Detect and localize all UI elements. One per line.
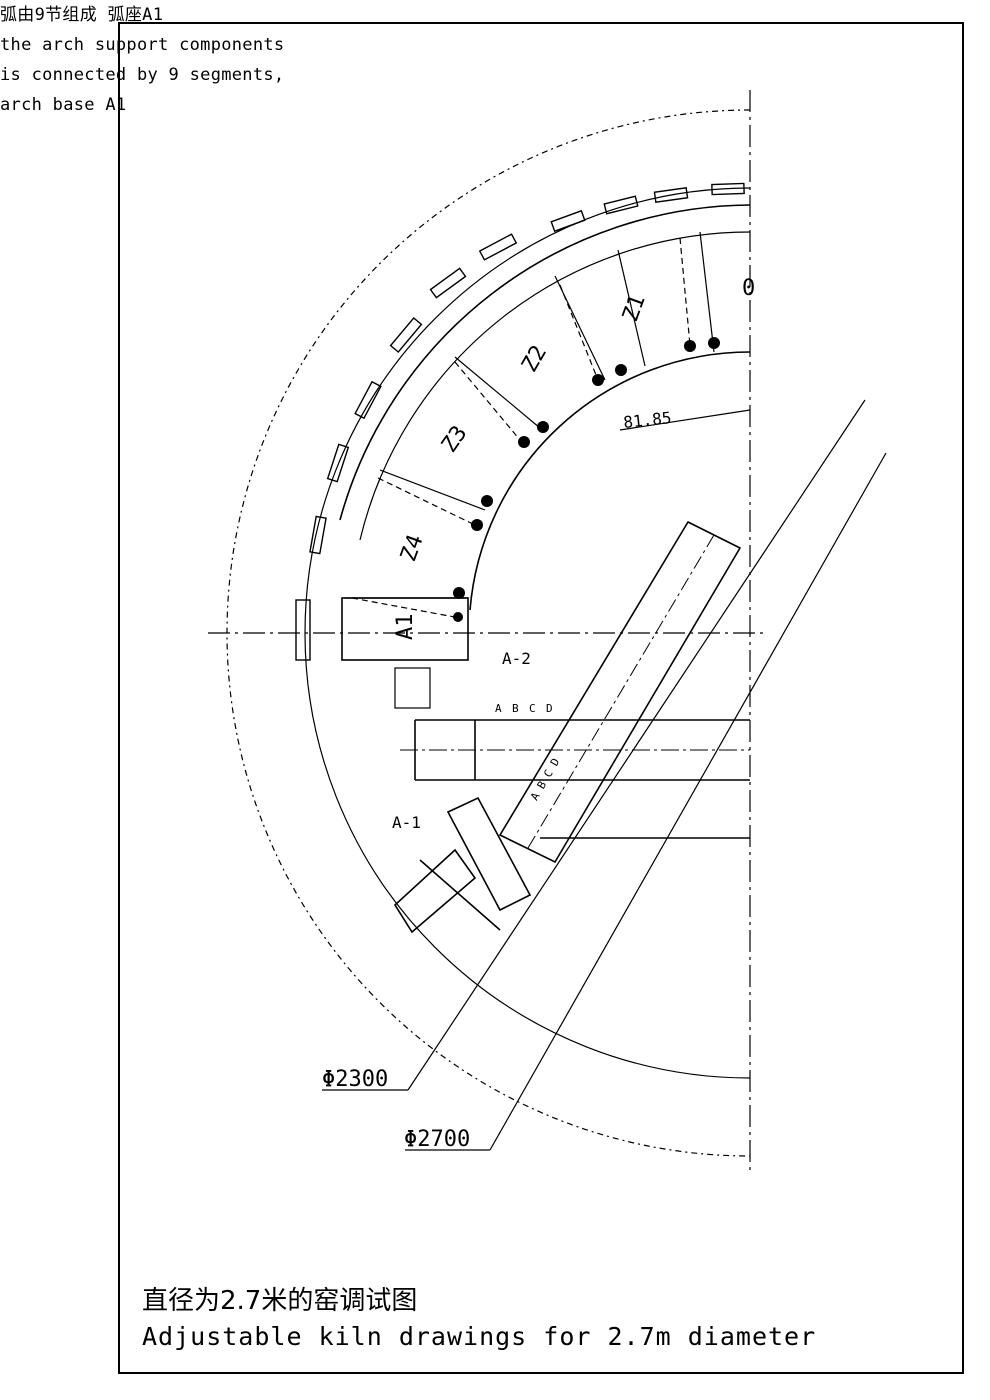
seg-diag-z2 (559, 284, 599, 381)
arch-base-a1 (341, 597, 469, 661)
abcd-a: A (495, 702, 502, 715)
assembly-note: 弧由9节组成 弧座A1 the arch support components … (0, 0, 990, 120)
drawing-frame (118, 22, 964, 1374)
dia-label-outer: Φ2700 (404, 1127, 470, 1152)
seg-label-a1: A1 (393, 614, 418, 641)
arch-outer-arc (339, 204, 751, 521)
arch-mid-arc (359, 231, 751, 541)
inner-circle-phi2300 (304, 187, 751, 1079)
seg-diag-a1 (351, 597, 461, 619)
rivet-points (453, 337, 720, 622)
seg-div-0 (699, 231, 715, 353)
dia-label-inner: Φ2300 (322, 1067, 388, 1092)
seg-div-1 (617, 249, 646, 367)
seg-div-4 (379, 469, 486, 511)
note-line-cn: 弧由9节组成 弧座A1 (0, 5, 164, 25)
seg-diag-z3 (454, 361, 521, 441)
title-english: Adjustable kiln drawings for 2.7m diamet… (142, 1322, 817, 1351)
seg-label-0: 0 (742, 276, 755, 301)
base-bracket (394, 667, 431, 709)
section-label-a1: A-1 (392, 813, 421, 832)
abcd-d: D (546, 702, 553, 715)
note-line-3: arch base A1 (0, 95, 127, 115)
seg-div-3 (454, 356, 541, 429)
seg-diag-z1 (679, 237, 691, 346)
note-line-1: the arch support components (0, 35, 285, 55)
arch-support-plates (295, 182, 745, 661)
seg-diag-z4 (377, 477, 476, 526)
note-line-2: is connected by 9 segments, (0, 65, 285, 85)
seg-label-z3: Z3 (437, 421, 473, 457)
seg-div-2 (554, 275, 606, 381)
seg-label-z2: Z2 (517, 341, 552, 376)
section-label-a2: A-2 (502, 649, 531, 668)
adjustable-arm (393, 520, 742, 934)
leader-phi2300 (407, 399, 866, 1091)
outer-circle-phi2700 (226, 109, 751, 1157)
abcd-b: B (512, 702, 519, 715)
dim-line-81-85 (619, 409, 751, 431)
seg-label-z4: Z4 (396, 531, 429, 564)
arch-inner-arc (469, 351, 751, 611)
title-chinese: 直径为2.7米的窑调试图 (142, 1286, 418, 1316)
leader-phi2700 (489, 452, 887, 1151)
dim-81-85: 81.85 (622, 408, 672, 432)
abcd-c: C (529, 702, 536, 715)
seg-label-z1: Z1 (618, 291, 651, 324)
